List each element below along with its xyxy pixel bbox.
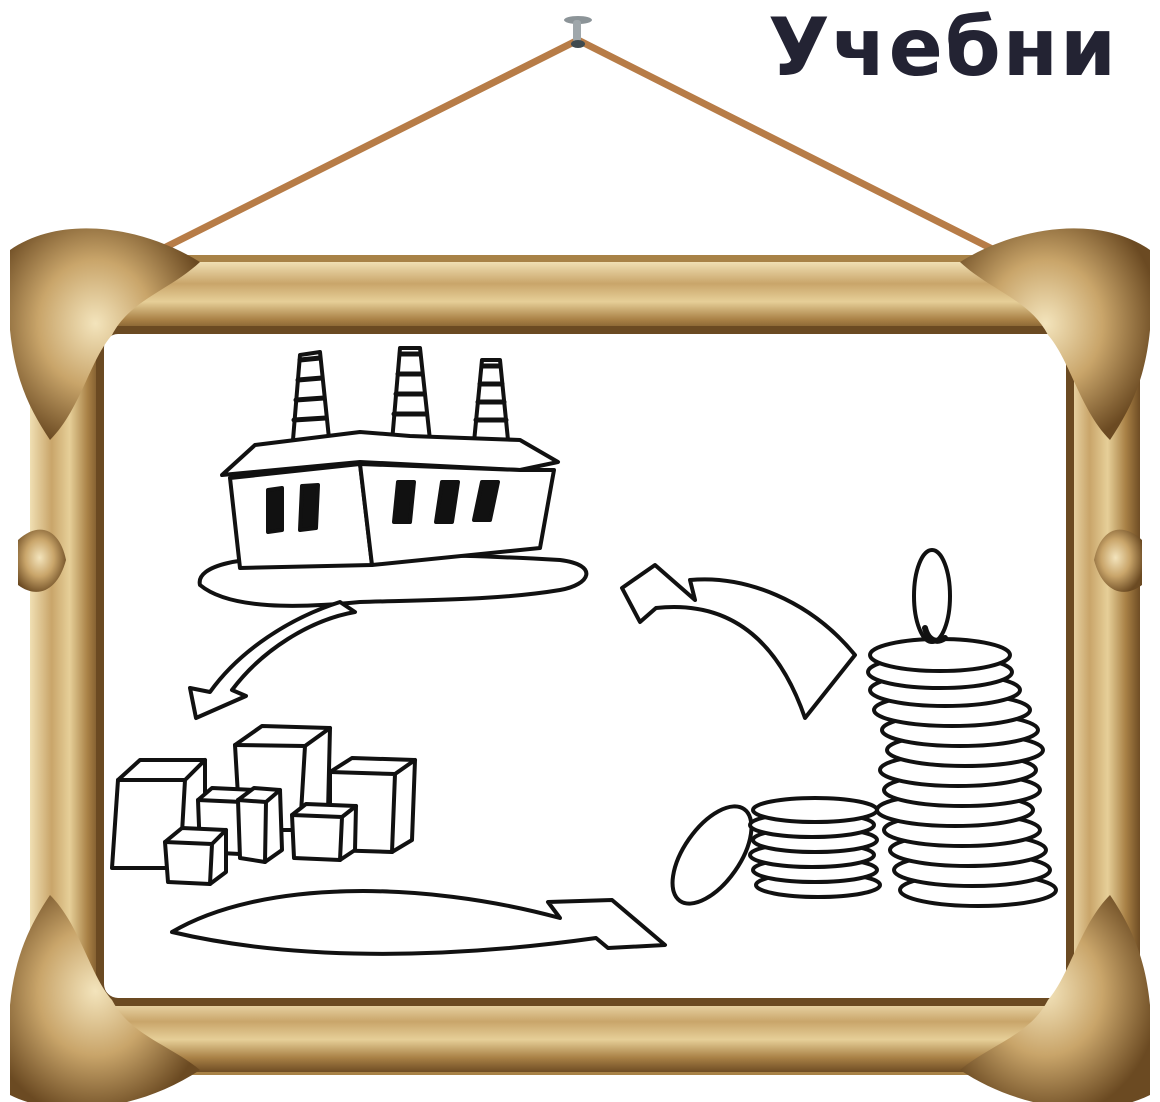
arrow-coins-to-factory-icon (620, 563, 857, 720)
factory-icon (197, 346, 589, 608)
arrow-boxes-to-coins-icon (170, 889, 667, 956)
boxes-icon (110, 724, 417, 886)
coins-icon (670, 548, 1058, 908)
arrow-factory-to-boxes-icon (188, 600, 357, 720)
frame-corner-ornament (10, 228, 1150, 1102)
page-title: Учебни (768, 1, 1119, 94)
nail-icon (564, 16, 592, 48)
